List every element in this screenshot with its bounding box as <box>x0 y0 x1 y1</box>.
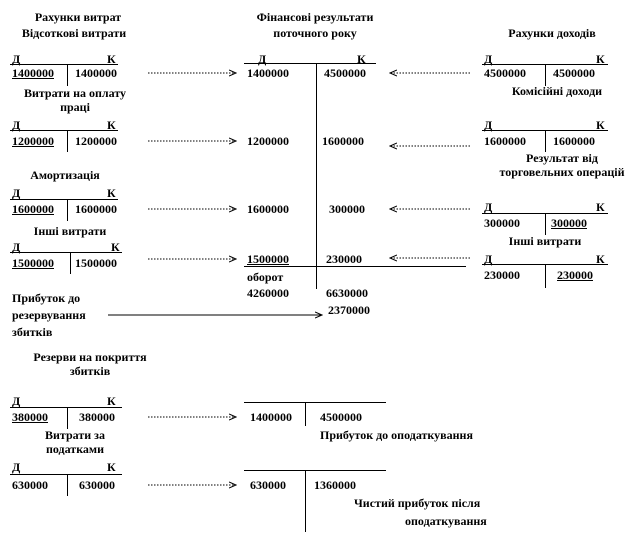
t-account-line <box>10 252 122 253</box>
t-account-divider <box>70 252 71 274</box>
labor-expenses-title: Витрати на оплату праці <box>23 86 127 114</box>
credit-marker: К <box>107 460 116 474</box>
interest-expenses-credit: 1400000 <box>75 66 117 80</box>
pretax-t-account-divider <box>305 402 306 426</box>
central-t-account-line <box>244 63 376 64</box>
credit-marker: К <box>357 52 366 66</box>
tax-expenses-title: Витрати за податками <box>45 428 105 456</box>
credit-marker: К <box>107 118 116 132</box>
depreciation-title: Амортизація <box>30 168 100 182</box>
debit-marker: Д <box>484 200 493 214</box>
loss-reserve-debit: 380000 <box>12 410 48 424</box>
tax-expenses-debit: 630000 <box>12 478 48 492</box>
right-other-expenses-credit: 230000 <box>557 268 593 282</box>
loss-reserve-title: Резерви на покриття збитків <box>33 350 147 378</box>
turnover-line <box>244 266 466 267</box>
credit-marker: К <box>107 186 116 200</box>
central-credit-2: 1600000 <box>322 134 364 148</box>
credit-marker: К <box>107 394 116 408</box>
t-account-divider <box>545 64 546 86</box>
other-expenses-debit: 1500000 <box>12 256 54 270</box>
t-account-divider <box>545 264 546 288</box>
expense-accounts-header: Рахунки витрат <box>34 10 122 24</box>
net-profit-caption-line2: оподаткування <box>405 514 487 528</box>
debit-marker: Д <box>12 460 21 474</box>
debit-marker: Д <box>12 394 21 408</box>
central-debit-1: 1400000 <box>247 66 289 80</box>
debit-marker: Д <box>12 186 21 200</box>
t-account-divider <box>545 213 546 235</box>
trading-result-title: Результат від торговельних операцій <box>499 151 625 179</box>
credit-marker: К <box>596 52 605 66</box>
trading-result-debit: 300000 <box>484 216 520 230</box>
debit-marker: Д <box>12 52 21 66</box>
income-accounts-credit: 4500000 <box>553 66 595 80</box>
net-t-account-line <box>244 470 386 471</box>
t-account-divider <box>67 199 68 221</box>
central-debit-2: 1200000 <box>247 134 289 148</box>
credit-marker: К <box>596 118 605 132</box>
t-account-line <box>10 64 118 65</box>
commission-income-credit: 1600000 <box>553 134 595 148</box>
turnover-debit: 4260000 <box>247 286 289 300</box>
profit-before-reserve-label: Прибуток до резервування збитків <box>12 291 86 339</box>
credit-marker: К <box>596 252 605 266</box>
credit-marker: К <box>107 52 116 66</box>
income-accounts-header: Рахунки доходів <box>508 26 596 40</box>
t-account-divider <box>545 130 546 152</box>
depreciation-debit: 1600000 <box>12 202 54 216</box>
central-t-account-divider <box>316 63 317 289</box>
turnover-credit: 6630000 <box>326 286 368 300</box>
pretax-credit: 4500000 <box>320 410 362 424</box>
pretax-profit-caption: Прибуток до оподаткування <box>320 428 473 442</box>
t-account-line <box>10 199 118 200</box>
other-expenses-credit: 1500000 <box>75 256 117 270</box>
t-account-divider <box>67 474 68 496</box>
income-accounts-debit: 4500000 <box>484 66 526 80</box>
debit-marker: Д <box>484 118 493 132</box>
debit-marker: Д <box>484 252 493 266</box>
financial-results-header-line1: Фінансові результати <box>256 10 374 24</box>
other-expenses-title: Інші витрати <box>33 224 107 238</box>
labor-expenses-debit: 1200000 <box>12 134 54 148</box>
credit-marker: К <box>596 200 605 214</box>
t-account-line <box>10 407 122 408</box>
financial-results-header-line2: поточного року <box>273 26 357 40</box>
central-debit-4: 1500000 <box>247 252 289 266</box>
tax-expenses-credit: 630000 <box>79 478 115 492</box>
labor-expenses-credit: 1200000 <box>75 134 117 148</box>
pretax-debit: 1400000 <box>250 410 292 424</box>
t-account-line <box>10 130 118 131</box>
credit-marker: К <box>111 240 120 254</box>
commission-income-title: Комісійні доходи <box>511 84 603 98</box>
t-account-divider <box>67 64 68 86</box>
interest-expenses-title: Відсоткові витрати <box>21 26 127 40</box>
central-debit-3: 1600000 <box>247 202 289 216</box>
net-t-account-divider <box>305 470 306 532</box>
debit-marker: Д <box>12 118 21 132</box>
debit-marker: Д <box>12 240 21 254</box>
commission-income-debit: 1600000 <box>484 134 526 148</box>
right-other-expenses-debit: 230000 <box>484 268 520 282</box>
central-balance: 2370000 <box>328 303 370 317</box>
debit-marker: Д <box>484 52 493 66</box>
central-credit-1: 4500000 <box>324 66 366 80</box>
t-account-line <box>10 474 122 475</box>
t-account-divider <box>67 130 68 152</box>
net-debit: 630000 <box>250 478 286 492</box>
pretax-t-account-line <box>244 402 386 403</box>
debit-marker: Д <box>258 52 267 66</box>
net-credit: 1360000 <box>314 478 356 492</box>
interest-expenses-debit: 1400000 <box>12 66 54 80</box>
net-profit-caption-line1: Чистий прибуток після <box>354 496 481 510</box>
t-account-divider <box>67 407 68 429</box>
trading-result-credit: 300000 <box>551 216 587 230</box>
turnover-label: оборот <box>247 270 284 284</box>
central-credit-3: 300000 <box>329 202 365 216</box>
depreciation-credit: 1600000 <box>75 202 117 216</box>
right-other-expenses-title: Інші витрати <box>508 234 582 248</box>
loss-reserve-credit: 380000 <box>79 410 115 424</box>
central-credit-4: 230000 <box>326 252 362 266</box>
